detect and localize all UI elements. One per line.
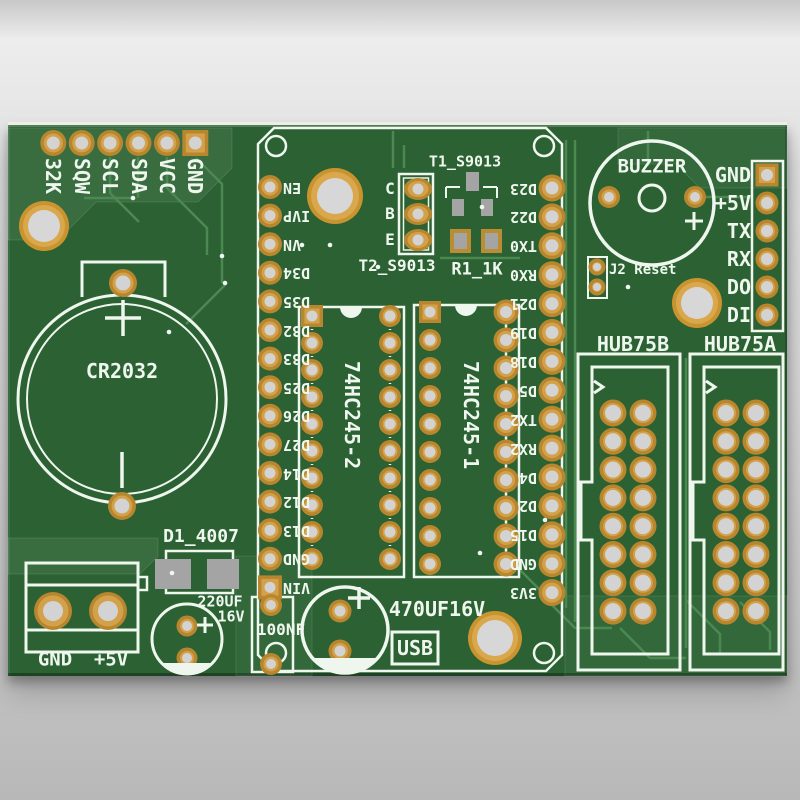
pcb-board (8, 125, 787, 676)
